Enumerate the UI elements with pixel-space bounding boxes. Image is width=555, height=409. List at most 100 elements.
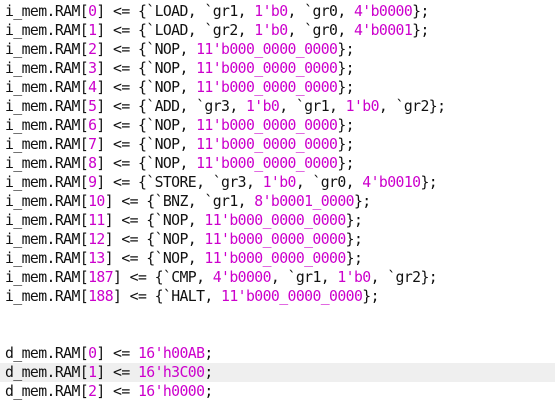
code-token: i_mem.RAM[ [5, 231, 89, 248]
code-line[interactable]: d_mem.RAM[0] <= 16'h00AB; [5, 344, 555, 363]
code-token: ] <= {`LOAD, `gr1, [96, 3, 255, 20]
number-literal: 1'b0 [254, 22, 288, 39]
code-line[interactable]: i_mem.RAM[9] <= {`STORE, `gr3, 1'b0, `gr… [5, 173, 555, 192]
code-token: }; [345, 231, 363, 248]
number-literal: 0 [88, 345, 97, 362]
code-token: ] <= {`NOP, [96, 136, 197, 153]
code-line[interactable]: ​ [5, 306, 555, 325]
code-token: ] <= {`NOP, [96, 117, 197, 134]
code-token: }; [420, 174, 438, 191]
code-line[interactable]: i_mem.RAM[12] <= {`NOP, 11'b000_0000_000… [5, 230, 555, 249]
code-token: ] <= {`ADD, `gr3, [96, 98, 246, 115]
code-token: i_mem.RAM[ [5, 288, 89, 305]
code-text-area[interactable]: i_mem.RAM[0] <= {`LOAD, `gr1, 1'b0, `gr0… [0, 2, 555, 401]
code-line[interactable]: i_mem.RAM[3] <= {`NOP, 11'b000_0000_0000… [5, 59, 555, 78]
number-literal: 11'b000_0000_0000 [196, 155, 338, 172]
code-token: i_mem.RAM[ [5, 174, 89, 191]
code-token: i_mem.RAM[ [5, 136, 89, 153]
code-token: }; [337, 41, 354, 58]
code-token: ] <= [96, 345, 138, 362]
code-line[interactable]: i_mem.RAM[0] <= {`LOAD, `gr1, 1'b0, `gr0… [5, 2, 555, 21]
code-token: ] <= {`NOP, [104, 231, 205, 248]
code-token: }; [337, 117, 354, 134]
code-token: ] <= {`HALT, [113, 288, 222, 305]
number-literal: 4 [88, 79, 97, 96]
number-literal: 10 [88, 193, 105, 210]
code-token: }; [337, 136, 354, 153]
number-literal: 11'b000_0000_0000 [196, 136, 338, 153]
code-token: , `gr1, [279, 98, 346, 115]
number-literal: 8'b0001_0000 [254, 193, 354, 210]
number-literal: 11'b000_0000_0000 [221, 288, 363, 305]
code-token: ] <= {`NOP, [96, 60, 197, 77]
number-literal: 1'b0 [337, 269, 371, 286]
number-literal: 4'b0000 [212, 269, 272, 286]
code-line[interactable]: i_mem.RAM[10] <= {`BNZ, `gr1, 8'b0001_00… [5, 192, 555, 211]
code-token: ] <= {`CMP, [113, 269, 213, 286]
code-token: d_mem.RAM[ [5, 383, 89, 400]
code-token: , `gr2}; [370, 269, 438, 286]
code-line[interactable]: i_mem.RAM[11] <= {`NOP, 11'b000_0000_000… [5, 211, 555, 230]
code-token: i_mem.RAM[ [5, 155, 89, 172]
code-token: ] <= {`NOP, [96, 79, 197, 96]
code-line[interactable]: i_mem.RAM[7] <= {`NOP, 11'b000_0000_0000… [5, 135, 555, 154]
number-literal: 11'b000_0000_0000 [196, 117, 338, 134]
code-token: ] <= {`NOP, [104, 212, 205, 229]
code-token: ] <= {`LOAD, `gr2, [96, 22, 255, 39]
code-token: i_mem.RAM[ [5, 117, 89, 134]
number-literal: 2 [88, 383, 97, 400]
code-line[interactable]: i_mem.RAM[187] <= {`CMP, 4'b0000, `gr1, … [5, 268, 555, 287]
code-line-current[interactable]: d_mem.RAM[1] <= 16'h3C00; [0, 363, 555, 382]
number-literal: 6 [88, 117, 97, 134]
code-line[interactable]: ​ [5, 325, 555, 344]
code-line[interactable]: i_mem.RAM[5] <= {`ADD, `gr3, 1'b0, `gr1,… [5, 97, 555, 116]
code-line[interactable]: i_mem.RAM[8] <= {`NOP, 11'b000_0000_0000… [5, 154, 555, 173]
code-line[interactable]: i_mem.RAM[1] <= {`LOAD, `gr2, 1'b0, `gr0… [5, 21, 555, 40]
code-token: }; [337, 60, 354, 77]
code-token: d_mem.RAM[ [5, 364, 89, 381]
number-literal: 7 [88, 136, 97, 153]
code-line[interactable]: d_mem.RAM[2] <= 16'h0000; [5, 382, 555, 401]
number-literal: 4'b0000 [353, 3, 413, 20]
code-token: ] <= [96, 383, 138, 400]
number-literal: 16'h00AB [137, 345, 205, 362]
code-line[interactable]: i_mem.RAM[2] <= {`NOP, 11'b000_0000_0000… [5, 40, 555, 59]
code-token: }; [345, 212, 363, 229]
code-token: i_mem.RAM[ [5, 79, 89, 96]
code-token: ; [204, 345, 213, 362]
code-line[interactable]: i_mem.RAM[188] <= {`HALT, 11'b000_0000_0… [5, 287, 555, 306]
code-line[interactable]: i_mem.RAM[6] <= {`NOP, 11'b000_0000_0000… [5, 116, 555, 135]
code-token: , `gr0, [287, 3, 354, 20]
code-token: , `gr2}; [378, 98, 446, 115]
number-literal: 12 [88, 231, 105, 248]
number-literal: 188 [88, 288, 114, 305]
code-token: }; [353, 193, 371, 210]
number-literal: 11'b000_0000_0000 [204, 250, 346, 267]
code-token: ] <= {`BNZ, `gr1, [104, 193, 255, 210]
number-literal: 3 [88, 60, 97, 77]
code-token: , `gr1, [270, 269, 338, 286]
code-token: }; [362, 288, 379, 305]
code-line[interactable]: i_mem.RAM[13] <= {`NOP, 11'b000_0000_000… [5, 249, 555, 268]
code-token: ] <= {`NOP, [96, 41, 197, 58]
number-literal: 0 [88, 3, 97, 20]
number-literal: 16'h0000 [137, 383, 205, 400]
code-token: ] <= [96, 364, 138, 381]
code-token: d_mem.RAM[ [5, 345, 89, 362]
number-literal: 1'b0 [345, 98, 380, 115]
number-literal: 187 [88, 269, 114, 286]
code-token: ] <= {`NOP, [104, 250, 205, 267]
code-token: ; [204, 383, 213, 400]
number-literal: 8 [88, 155, 97, 172]
code-token: }; [337, 79, 354, 96]
number-literal: 11'b000_0000_0000 [204, 212, 346, 229]
code-token: i_mem.RAM[ [5, 98, 89, 115]
number-literal: 1 [88, 22, 97, 39]
number-literal: 16'h3C00 [137, 364, 205, 381]
code-token: i_mem.RAM[ [5, 269, 89, 286]
code-token: , `gr0, [295, 174, 363, 191]
number-literal: 1'b0 [262, 174, 297, 191]
number-literal: 11'b000_0000_0000 [196, 60, 338, 77]
code-line[interactable]: i_mem.RAM[4] <= {`NOP, 11'b000_0000_0000… [5, 78, 555, 97]
